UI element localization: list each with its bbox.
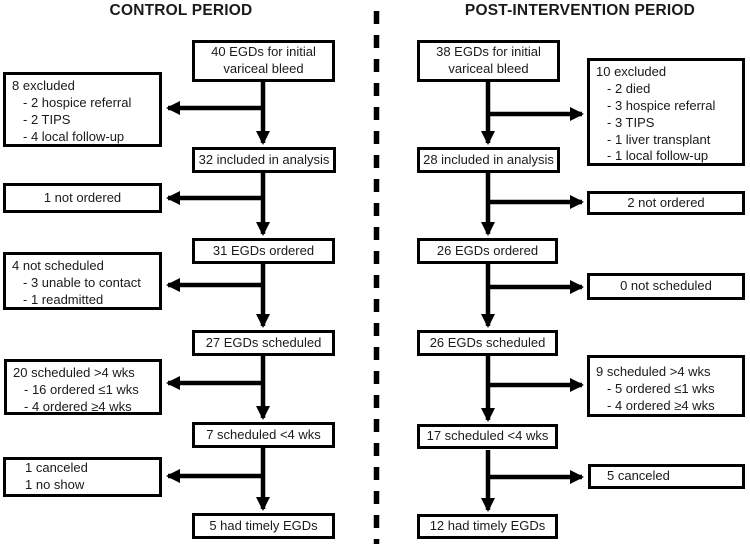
post-canceled-box: 5 canceled xyxy=(588,464,745,489)
text-line: 28 included in analysis xyxy=(423,151,554,167)
text-line: - 2 TIPS xyxy=(23,111,71,127)
text-line: - 4 local follow-up xyxy=(23,128,125,144)
post-scheduled-timely-box: 17 scheduled <4 wks xyxy=(417,424,558,449)
text-line: 32 included in analysis xyxy=(198,151,330,167)
text-line: 27 EGDs scheduled xyxy=(205,334,322,350)
text-line: 26 EGDs scheduled xyxy=(429,334,546,350)
control-included-box: 32 included in analysis xyxy=(192,147,336,173)
control-not-ordered-box: 1 not ordered xyxy=(3,183,162,213)
text-line: - 1 readmitted xyxy=(23,291,104,307)
control-scheduled-late-box: 20 scheduled >4 wks - 16 ordered ≤1 wks … xyxy=(4,359,162,415)
text-line: - 2 died xyxy=(607,80,651,96)
control-timely-egds-box: 5 had timely EGDs xyxy=(192,513,335,539)
text-line: 5 canceled xyxy=(607,468,670,484)
text-line: 4 not scheduled xyxy=(12,258,104,273)
text-line: 9 scheduled >4 wks xyxy=(596,364,711,379)
text-line: 12 had timely EGDs xyxy=(429,518,546,534)
text-line: - 1 local follow-up xyxy=(607,148,709,164)
text-line: - 2 hospice referral xyxy=(23,94,132,110)
control-scheduled-timely-box: 7 scheduled <4 wks xyxy=(192,422,335,448)
text-line: 1 canceled xyxy=(25,460,88,476)
text-line: - 3 hospice referral xyxy=(607,97,716,113)
text-line: 5 had timely EGDs xyxy=(209,517,318,533)
post-not-ordered-box: 2 not ordered xyxy=(587,191,745,215)
post-initial-egds-box: 38 EGDs for initial variceal bleed xyxy=(417,40,560,82)
text-line: 40 EGDs for initial xyxy=(211,44,316,60)
text-line: 20 scheduled >4 wks xyxy=(13,365,135,380)
control-not-scheduled-box: 4 not scheduled - 3 unable to contact - … xyxy=(3,252,162,310)
text-line: variceal bleed xyxy=(448,61,529,76)
text-line: - 3 TIPS xyxy=(607,114,655,130)
text-line: 1 not ordered xyxy=(43,189,122,205)
post-scheduled-late-box: 9 scheduled >4 wks - 5 ordered ≤1 wks - … xyxy=(587,355,745,417)
text-line: - 1 liver transplant xyxy=(607,131,711,147)
text-line: 10 excluded xyxy=(596,64,667,79)
text-line: - 4 ordered ≥4 wks xyxy=(24,398,132,414)
post-egds-ordered-box: 26 EGDs ordered xyxy=(417,238,558,264)
text-line: 1 no show xyxy=(25,477,85,492)
post-included-box: 28 included in analysis xyxy=(417,147,560,173)
control-excluded-box: 8 excluded - 2 hospice referral - 2 TIPS… xyxy=(3,72,162,147)
control-egds-ordered-box: 31 EGDs ordered xyxy=(192,238,335,264)
post-timely-egds-box: 12 had timely EGDs xyxy=(417,514,558,539)
text-line: 7 scheduled <4 wks xyxy=(206,426,321,442)
text-line: 2 not ordered xyxy=(627,194,705,210)
control-initial-egds-box: 40 EGDs for initial variceal bleed xyxy=(192,40,335,82)
post-egds-scheduled-box: 26 EGDs scheduled xyxy=(417,330,558,356)
text-line: 0 not scheduled xyxy=(620,278,712,294)
text-line: - 5 ordered ≤1 wks xyxy=(607,380,715,396)
post-intervention-period-title: POST-INTERVENTION PERIOD xyxy=(464,2,696,19)
post-not-scheduled-box: 0 not scheduled xyxy=(587,273,745,300)
control-egds-scheduled-box: 27 EGDs scheduled xyxy=(192,330,335,356)
text-line: - 4 ordered ≥4 wks xyxy=(607,397,715,413)
text-line: - 3 unable to contact xyxy=(23,274,141,290)
text-line: 31 EGDs ordered xyxy=(212,242,315,258)
text-line: variceal bleed xyxy=(223,61,304,76)
text-line: 38 EGDs for initial xyxy=(436,44,541,60)
text-line: - 16 ordered ≤1 wks xyxy=(24,381,139,397)
control-period-title: CONTROL PERIOD xyxy=(109,2,253,19)
text-line: 26 EGDs ordered xyxy=(436,242,539,258)
text-line: 8 excluded xyxy=(12,78,75,93)
control-canceled-box: 1 canceled 1 no show xyxy=(3,457,162,497)
post-excluded-box: 10 excluded - 2 died - 3 hospice referra… xyxy=(587,58,745,166)
text-line: 17 scheduled <4 wks xyxy=(426,428,549,444)
